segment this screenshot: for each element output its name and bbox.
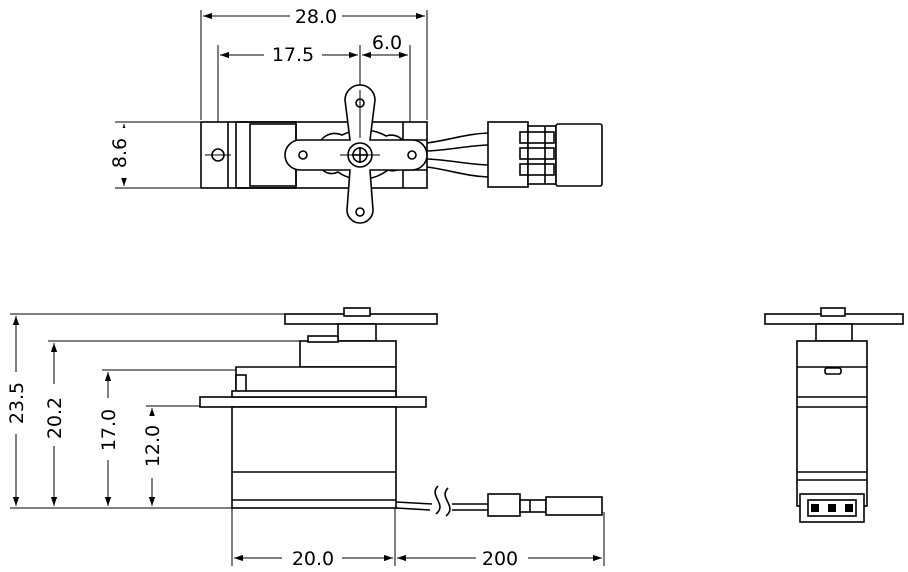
- side-view: [764, 307, 904, 523]
- dim-label-20-2: 20.2: [44, 397, 66, 439]
- dim-label-20-0: 20.0: [292, 548, 334, 570]
- dim-label-17-0: 17.0: [98, 409, 120, 451]
- top-view: [115, 10, 603, 224]
- front-mount-tab: [199, 396, 427, 408]
- dim-label-17-5: 17.5: [272, 44, 314, 66]
- dim-label-8-6: 8.6: [109, 138, 131, 168]
- front-view: [10, 307, 605, 566]
- dim-label-200: 200: [482, 548, 518, 570]
- front-connector: [487, 493, 521, 517]
- servo-horn-icon: [284, 84, 428, 224]
- dim-label-6: 6.0: [372, 32, 402, 54]
- dim-label-28: 28.0: [295, 6, 337, 28]
- dim-label-23-5: 23.5: [6, 382, 28, 424]
- front-body: [231, 406, 397, 509]
- top-connector: [487, 121, 529, 188]
- side-body: [796, 340, 868, 507]
- dim-label-12-0: 12.0: [142, 425, 164, 467]
